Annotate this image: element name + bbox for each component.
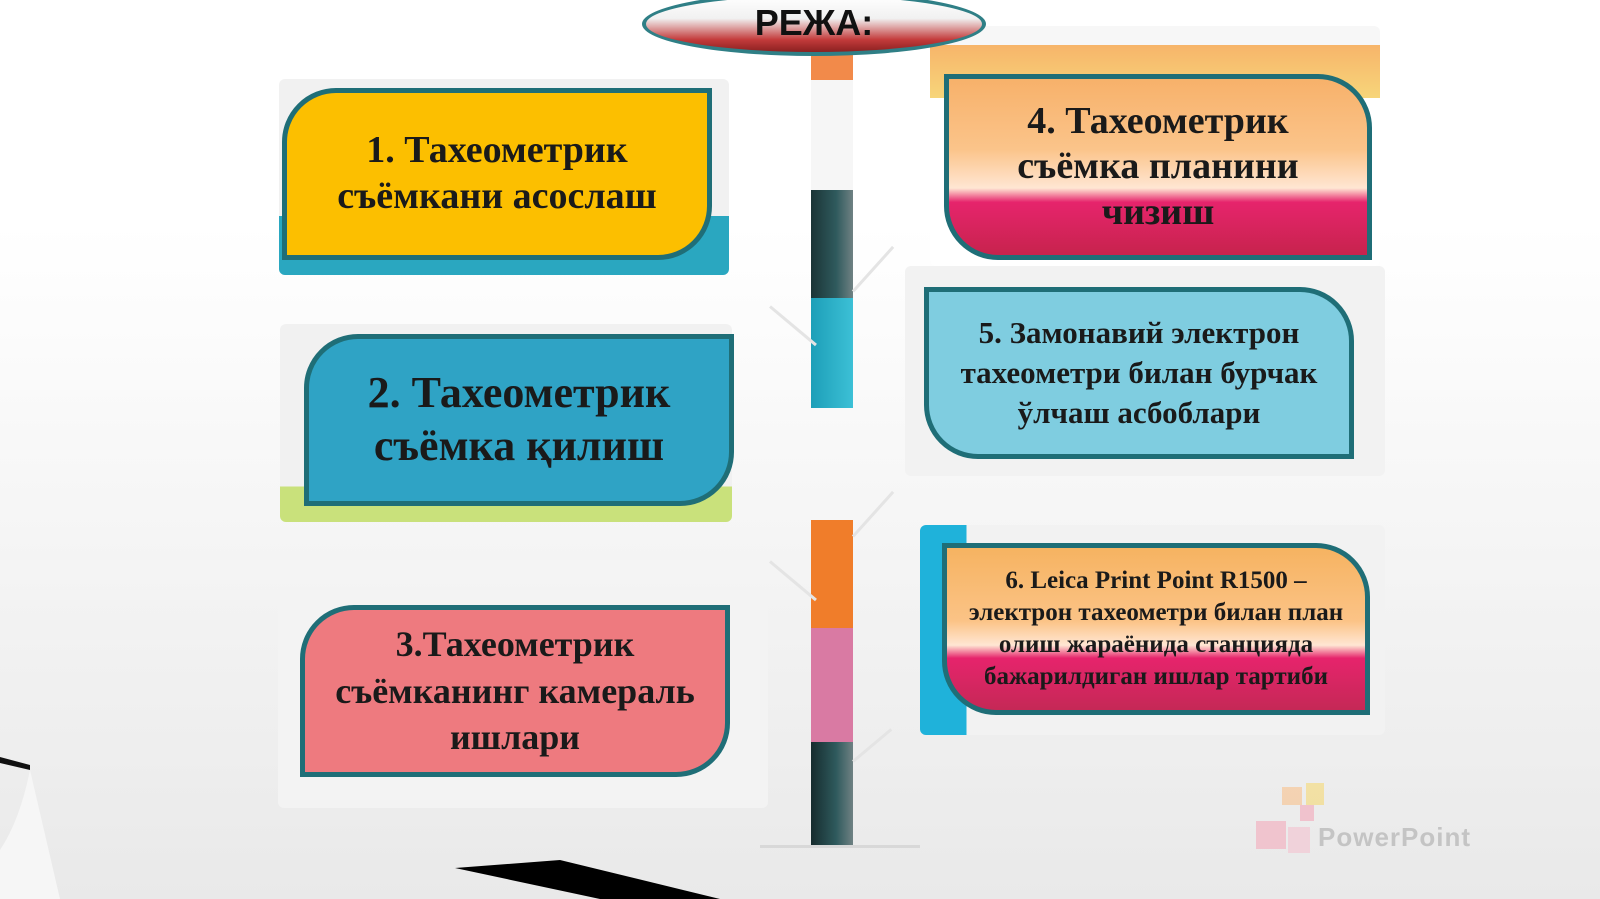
powerpoint-logo-icon [1256, 783, 1324, 853]
title-pill [642, 0, 986, 56]
plan-item-5: 5. Замонавий электрон тахеометри билан б… [924, 287, 1354, 459]
plan-item-4: 4. Тахеометрик съёмка планини чизиш [944, 74, 1372, 260]
powerpoint-watermark: PowerPoint [1318, 822, 1472, 852]
page-title: РЕЖА: [754, 2, 874, 43]
plan-item-1: 1. Тахеометрик съёмкани асослаш [282, 88, 712, 260]
plan-item-6: 6. Leica Print Point R1500 – электрон та… [942, 543, 1370, 715]
plan-item-2: 2. Тахеометрик съёмка қилиш [304, 334, 734, 506]
plan-item-3: 3.Тахеометрик съёмканинг камераль ишлари [300, 605, 730, 777]
